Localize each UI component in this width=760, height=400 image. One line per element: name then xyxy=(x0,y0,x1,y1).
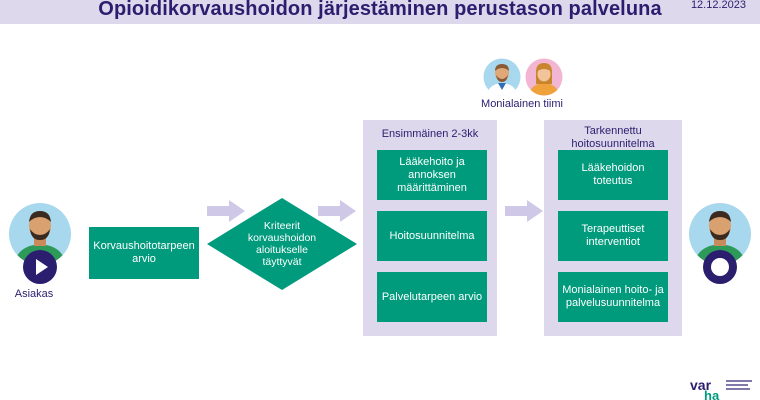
header-bar: Opioidikorvaushoidon järjestäminen perus… xyxy=(0,0,760,24)
phase2-item-multidisciplinary-plan: Monialainen hoito- ja palvelusuunnitelma xyxy=(558,272,668,322)
phase1-item-medication: Lääkehoito ja annoksen määrittäminen xyxy=(377,150,487,200)
svg-text:ha: ha xyxy=(704,388,720,400)
page-date: 12.12.2023 xyxy=(690,0,746,11)
flow-arrow-3 xyxy=(505,200,543,222)
team-nurse-avatar-icon xyxy=(525,58,563,96)
team-doctor-avatar-icon xyxy=(483,58,521,96)
phase1-item-service-needs: Palvelutarpeen arvio xyxy=(377,272,487,322)
phase2-title: Tarkennettu hoitosuunnitelma xyxy=(571,125,655,150)
stop-circle-icon[interactable] xyxy=(702,249,738,285)
varha-logo: var ha xyxy=(690,376,754,400)
phase2-item-therapeutic-interventions: Terapeuttiset interventiot xyxy=(558,211,668,261)
varha-logo-mark-icon: var ha xyxy=(690,377,752,400)
team-label: Monialainen tiimi xyxy=(481,98,563,110)
phase1-item-care-plan: Hoitosuunnitelma xyxy=(377,211,487,261)
flow-arrow-2 xyxy=(318,200,356,222)
phase1-title: Ensimmäinen 2-3kk xyxy=(381,128,479,140)
criteria-decision-diamond: Kriteerit korvaushoidon aloitukselle täy… xyxy=(207,198,357,290)
flow-arrow-1 xyxy=(207,200,245,222)
play-button-icon[interactable] xyxy=(22,249,58,285)
client-label: Asiakas xyxy=(14,288,54,300)
criteria-decision-text: Kriteerit korvaushoidon aloitukselle täy… xyxy=(247,220,317,268)
needs-assessment-box: Korvaushoitotarpeen arvio xyxy=(89,227,199,279)
svg-text:var: var xyxy=(690,377,712,393)
page-title: Opioidikorvaushoidon järjestäminen perus… xyxy=(98,0,662,20)
phase2-item-medication-implementation: Lääkehoidon toteutus xyxy=(558,150,668,200)
